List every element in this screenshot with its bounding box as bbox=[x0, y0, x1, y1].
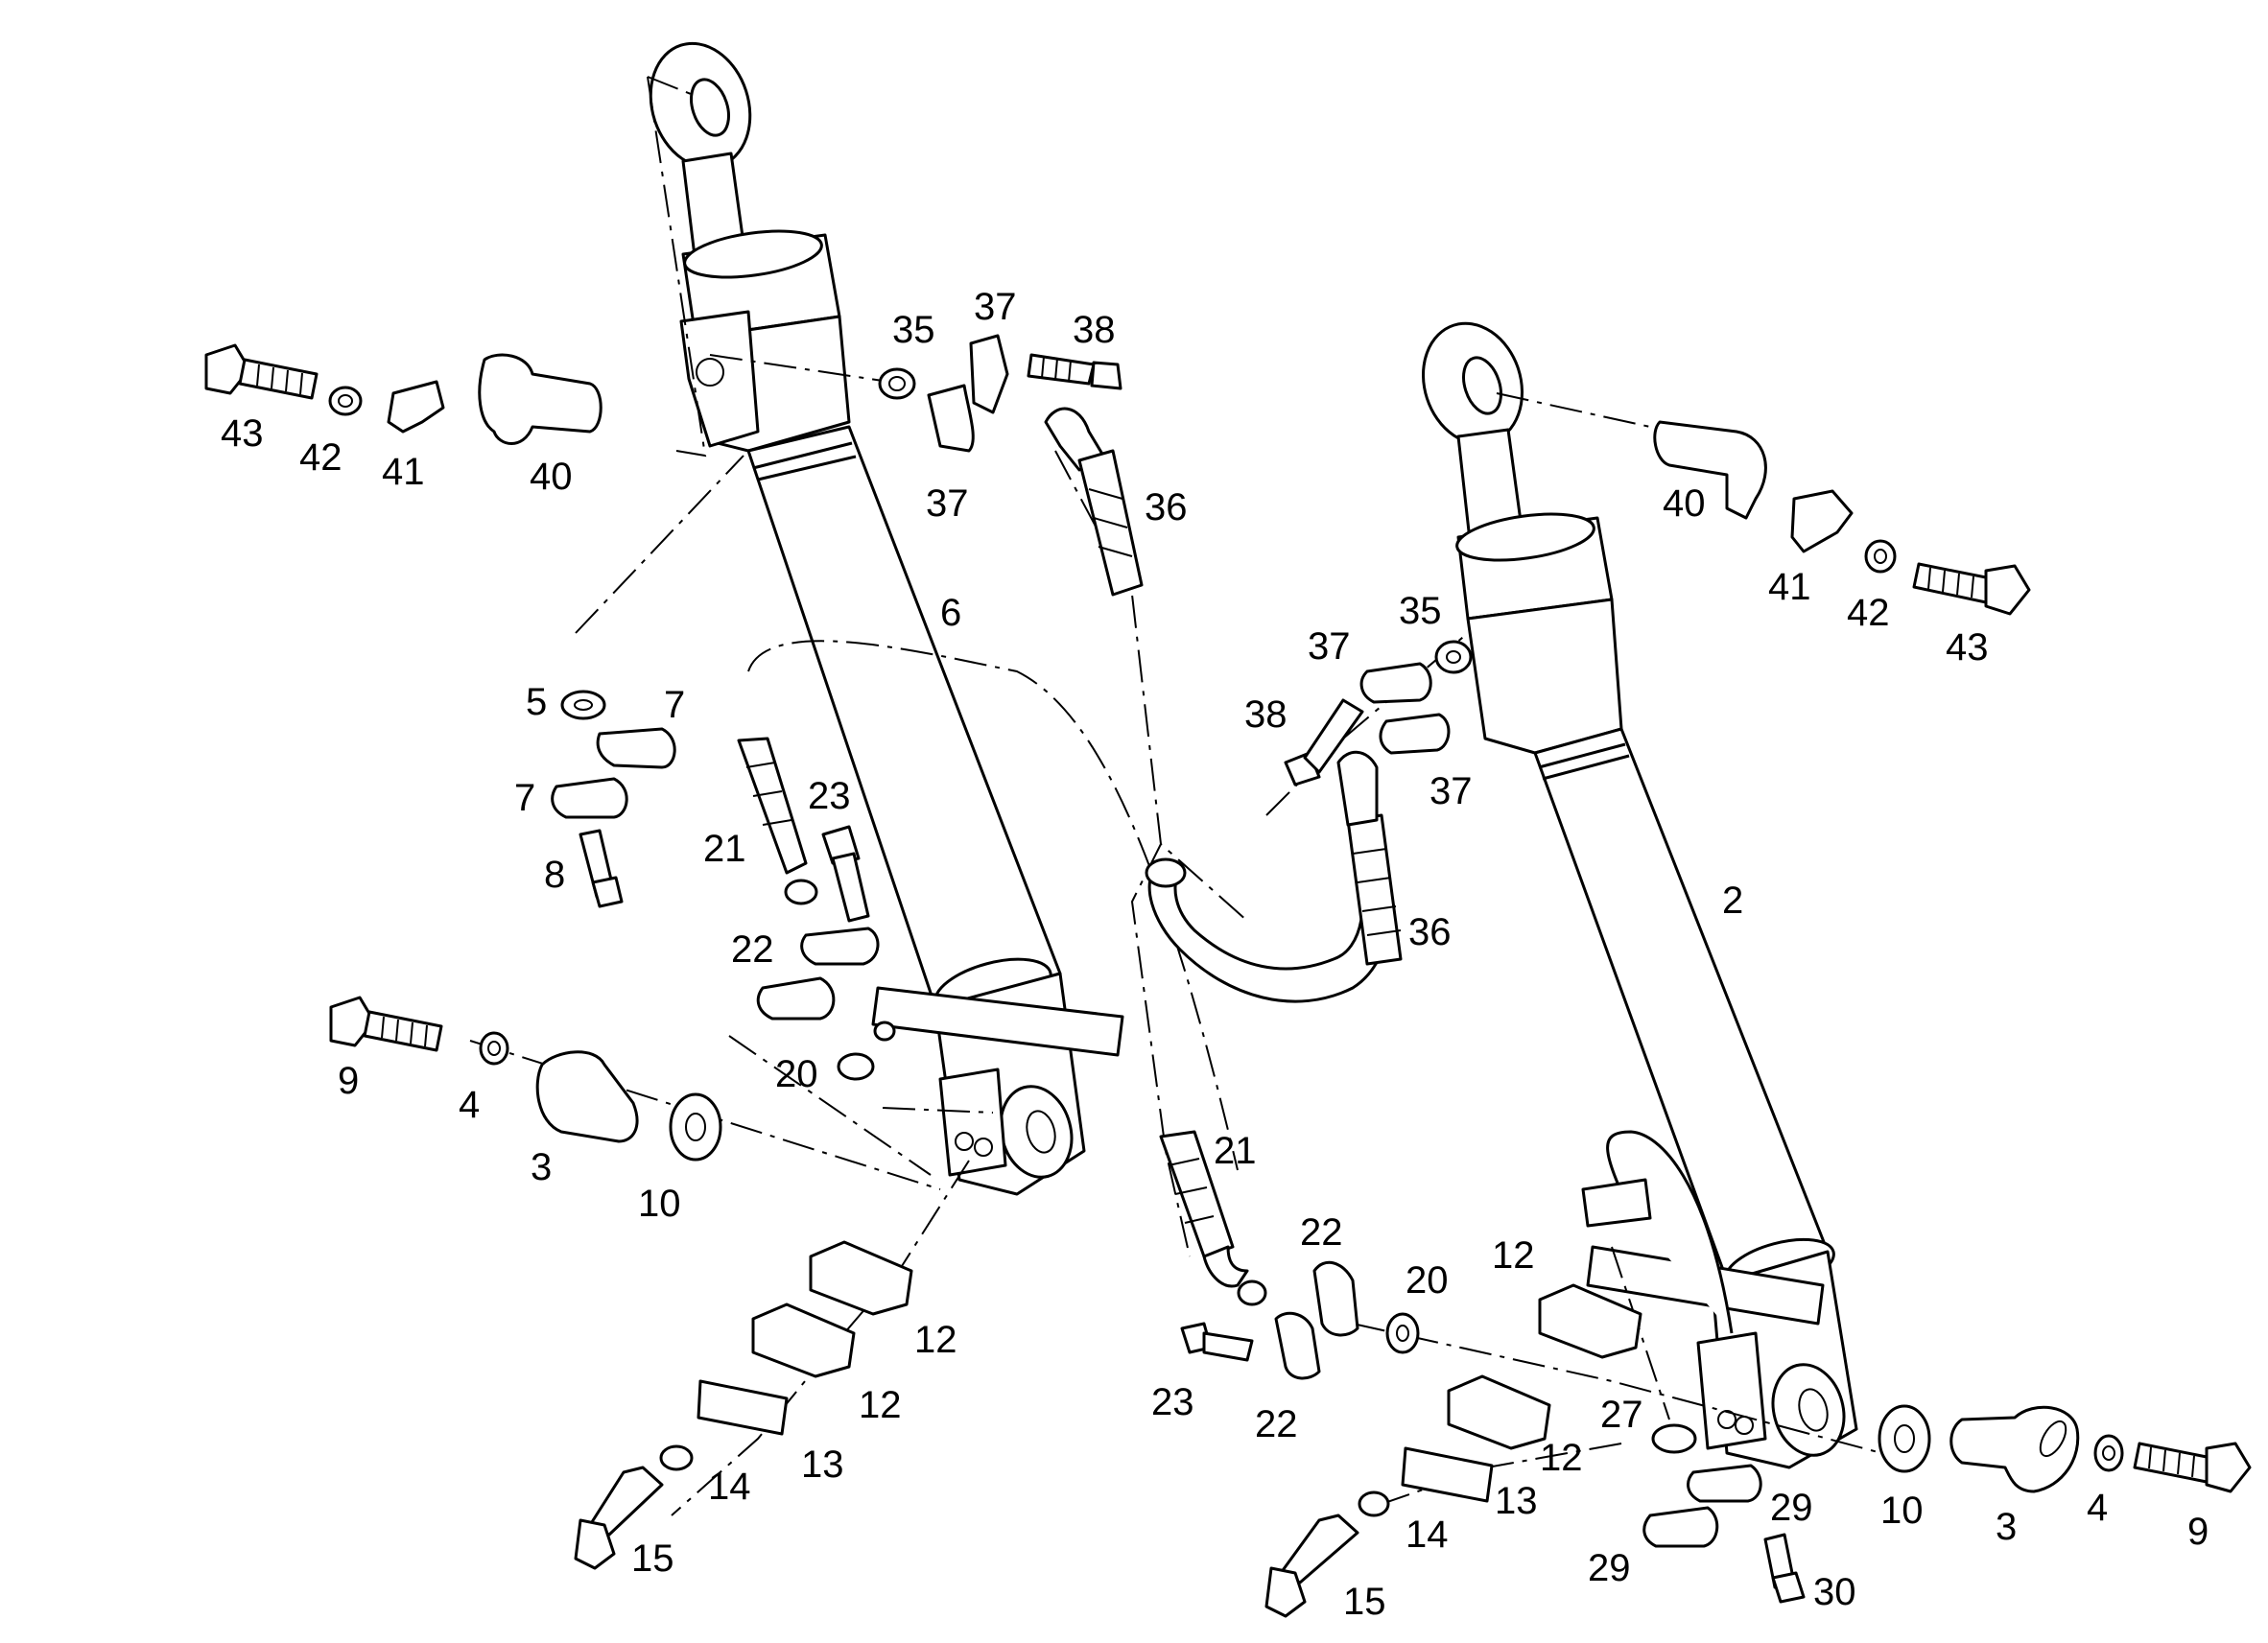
callout-3-right: 3 bbox=[1996, 1506, 2017, 1548]
callout-20-right: 20 bbox=[1406, 1259, 1449, 1302]
left-parts bbox=[204, 334, 1144, 1570]
callout-37-left-top: 37 bbox=[974, 286, 1017, 328]
callout-12-right-bottom: 12 bbox=[1540, 1437, 1583, 1479]
callout-labels: 43 42 41 40 35 37 38 37 36 6 5 7 7 8 21 … bbox=[221, 286, 2209, 1623]
callout-23-right: 23 bbox=[1151, 1381, 1194, 1423]
callout-4-right: 4 bbox=[2087, 1487, 2108, 1529]
callout-40-left: 40 bbox=[530, 456, 573, 498]
callout-13-right: 13 bbox=[1495, 1480, 1538, 1522]
callout-41-right: 41 bbox=[1768, 566, 1811, 608]
callout-22-left: 22 bbox=[731, 928, 774, 971]
callout-5: 5 bbox=[526, 681, 547, 723]
callout-23-left: 23 bbox=[808, 775, 851, 817]
callout-15-right: 15 bbox=[1343, 1581, 1386, 1623]
callout-37-right-bottom: 37 bbox=[1429, 770, 1473, 812]
callout-30: 30 bbox=[1813, 1571, 1856, 1613]
callout-3-left: 3 bbox=[531, 1146, 552, 1188]
callout-29-top: 29 bbox=[1770, 1487, 1813, 1529]
callout-29-bottom: 29 bbox=[1588, 1547, 1631, 1589]
callout-14-right: 14 bbox=[1406, 1514, 1449, 1556]
callout-8: 8 bbox=[544, 854, 565, 896]
callout-35-right: 35 bbox=[1399, 590, 1442, 632]
callout-27: 27 bbox=[1600, 1394, 1643, 1436]
callout-22-right-bottom: 22 bbox=[1255, 1403, 1298, 1445]
right-parts bbox=[1145, 420, 2252, 1618]
callout-7-bottom: 7 bbox=[514, 777, 535, 819]
callout-10-right: 10 bbox=[1880, 1490, 1924, 1532]
callout-21-right: 21 bbox=[1214, 1130, 1257, 1172]
callout-41-left: 41 bbox=[382, 451, 425, 493]
right-hydraulic-cylinder bbox=[1421, 321, 1858, 1469]
callout-6: 6 bbox=[940, 592, 961, 634]
callout-40-right: 40 bbox=[1663, 482, 1706, 525]
callout-35-left: 35 bbox=[892, 309, 935, 351]
callout-42-right: 42 bbox=[1847, 592, 1890, 634]
callout-15-left: 15 bbox=[631, 1537, 674, 1580]
callout-21-left: 21 bbox=[703, 828, 746, 870]
callout-38-right: 38 bbox=[1244, 693, 1288, 736]
callout-12-left-bottom: 12 bbox=[859, 1384, 902, 1426]
callout-37-right-top: 37 bbox=[1308, 625, 1351, 668]
callout-7-top: 7 bbox=[664, 684, 685, 726]
callout-12-left-top: 12 bbox=[914, 1319, 957, 1361]
callout-36-right: 36 bbox=[1408, 911, 1452, 953]
callout-36-left: 36 bbox=[1145, 486, 1188, 528]
callout-10-left: 10 bbox=[638, 1183, 681, 1225]
callout-42-left: 42 bbox=[299, 436, 343, 479]
callout-12-right-top: 12 bbox=[1492, 1234, 1535, 1277]
callout-13-left: 13 bbox=[801, 1443, 844, 1486]
callout-4-left: 4 bbox=[459, 1084, 480, 1126]
left-hydraulic-cylinder bbox=[649, 41, 1124, 1196]
callout-43-right: 43 bbox=[1946, 626, 1989, 669]
callout-38-left: 38 bbox=[1073, 309, 1116, 351]
callout-9-right: 9 bbox=[2187, 1511, 2209, 1553]
callout-2: 2 bbox=[1722, 880, 1743, 922]
callout-22-right-top: 22 bbox=[1300, 1211, 1343, 1254]
callout-37-left-bottom: 37 bbox=[926, 482, 969, 525]
callout-20-left: 20 bbox=[775, 1053, 818, 1095]
callout-9-left: 9 bbox=[338, 1060, 359, 1102]
callout-43-left: 43 bbox=[221, 412, 264, 455]
callout-14-left: 14 bbox=[708, 1466, 751, 1508]
